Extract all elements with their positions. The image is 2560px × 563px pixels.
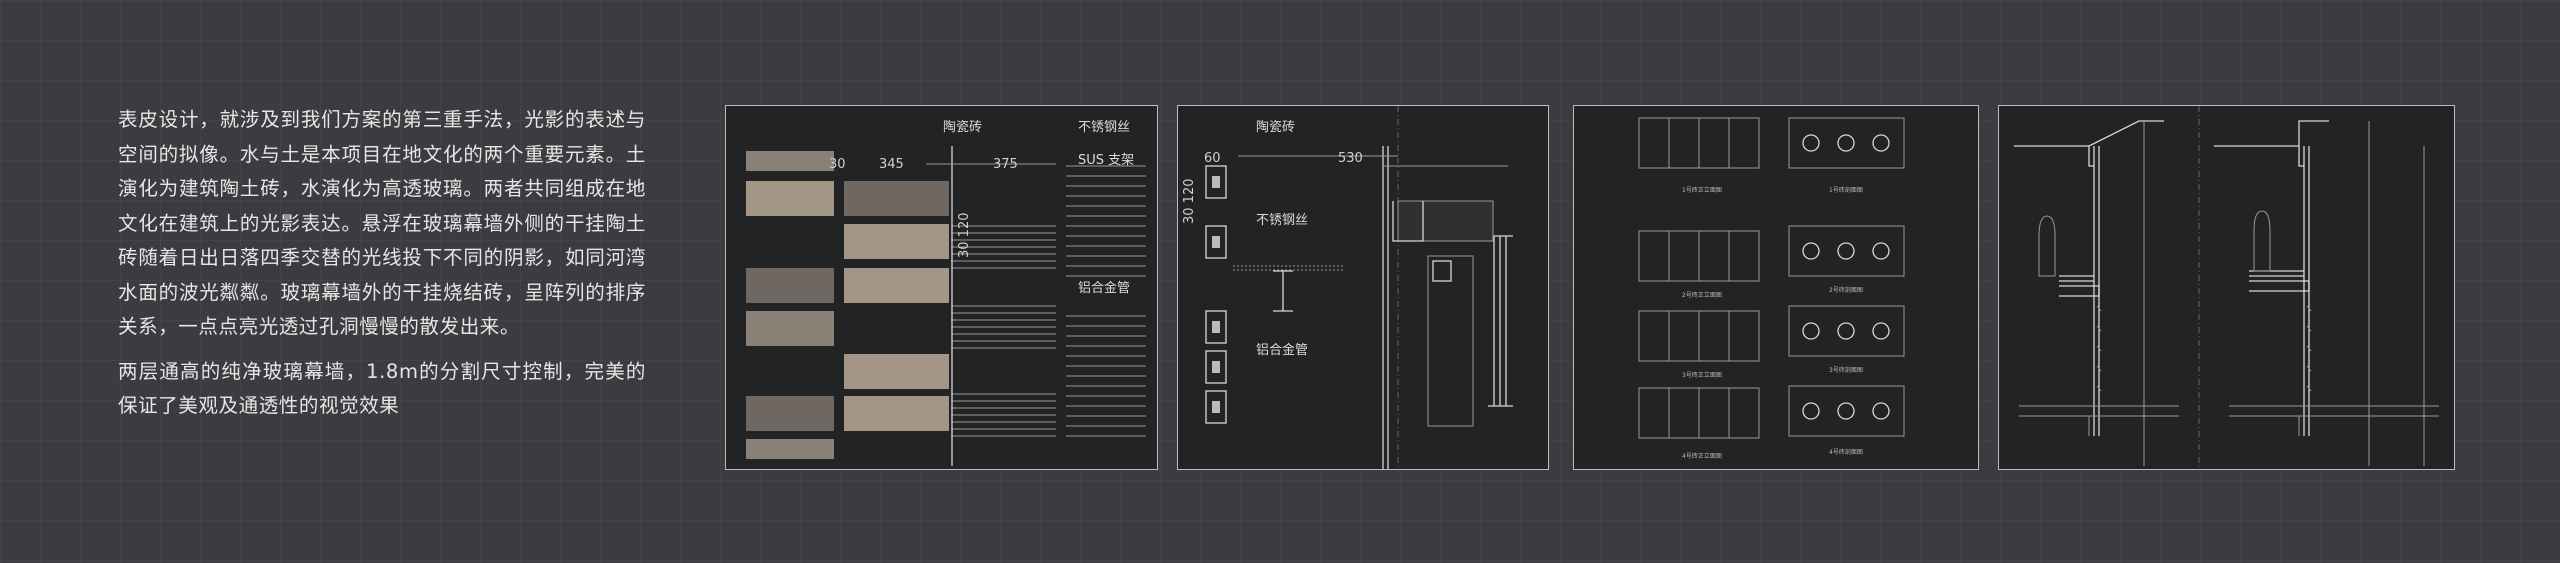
description-paragraph-2: 两层通高的纯净玻璃幕墙，1.8m的分割尺寸控制，完美的保证了美观及通透性的视觉效…: [118, 359, 646, 418]
dim-30: 30: [829, 157, 846, 172]
label-sus-bracket: SUS 支架: [1078, 153, 1134, 168]
section-detail-drawing: 陶瓷砖 不锈钢丝 铝合金管 60 530 30 120: [1182, 106, 1513, 469]
dim-30-120: 30 120: [957, 213, 972, 259]
description-paragraph-1: 表皮设计，就涉及到我们方案的第三重手法，光影的表述与空间的拟像。水与土是本项目在…: [118, 108, 646, 338]
brick-tile: [844, 181, 949, 216]
brick-tile: [844, 396, 949, 431]
brick-sections-right: [1788, 117, 1905, 437]
brick-tiles: [746, 151, 949, 459]
brick-elevation-panel: 陶瓷砖 不锈钢丝 SUS 支架 铝合金管 30 345 375 30 120: [725, 105, 1158, 470]
caption-1-left: 1号砖正立面图: [1682, 186, 1722, 194]
brick-sections: [1205, 165, 1227, 424]
label-ceramic-brick: 陶瓷砖: [1256, 119, 1295, 135]
brick-tile: [746, 181, 834, 216]
caption-3-right: 3号砖剖面图: [1829, 366, 1863, 374]
label-aluminum-tube: 铝合金管: [1256, 342, 1308, 358]
brick-detail-drawing: 1号砖正立面图 1号砖剖面图 2号砖正立面图 2号砖剖面图 3号砖正立面图 3号…: [1638, 117, 1905, 460]
wall-section-left: [2014, 106, 2200, 469]
section-detail-panel: 陶瓷砖 不锈钢丝 铝合金管 60 530 30 120: [1177, 105, 1549, 470]
brick-tile: [746, 396, 834, 431]
label-stainless-wire: 不锈钢丝: [1256, 213, 1308, 228]
brick-tile: [844, 268, 949, 303]
brick-tile: [844, 224, 949, 259]
brick-elevation-drawing: 陶瓷砖 不锈钢丝 SUS 支架 铝合金管 30 345 375 30 120: [746, 119, 1146, 466]
dim-375: 375: [993, 157, 1018, 172]
caption-3-left: 3号砖正立面图: [1682, 371, 1722, 379]
brick-tile: [746, 439, 834, 459]
wall-section-right: [2214, 120, 2439, 466]
label-aluminum-tube: 铝合金管: [1078, 280, 1130, 296]
brick-tile: [746, 268, 834, 303]
structure-lines: [1233, 106, 1513, 469]
brick-tile: [844, 354, 949, 389]
description-text: 表皮设计，就涉及到我们方案的第三重手法，光影的表述与空间的拟像。水与土是本项目在…: [118, 103, 646, 434]
caption-2-right: 2号砖剖面图: [1829, 286, 1863, 294]
caption-4-left: 4号砖正立面图: [1682, 452, 1722, 460]
dim-345: 345: [879, 157, 904, 172]
caption-1-right: 1号砖剖面图: [1829, 186, 1863, 194]
dim-30-120: 30 120: [1182, 179, 1197, 225]
dim-60: 60: [1204, 151, 1221, 166]
caption-2-left: 2号砖正立面图: [1682, 291, 1722, 299]
wall-section-panel: [1998, 105, 2455, 470]
rod-lines: [926, 146, 1146, 466]
brick-tile: [746, 151, 834, 171]
dim-530: 530: [1338, 151, 1363, 166]
brick-tile: [746, 311, 834, 346]
wall-section-drawing: [2014, 106, 2439, 469]
label-stainless-wire: 不锈钢丝: [1078, 120, 1130, 135]
brick-elevations-left: [1638, 117, 1760, 439]
caption-4-right: 4号砖剖面图: [1829, 448, 1863, 456]
brick-detail-panel: 1号砖正立面图 1号砖剖面图 2号砖正立面图 2号砖剖面图 3号砖正立面图 3号…: [1573, 105, 1979, 470]
label-ceramic-brick: 陶瓷砖: [943, 119, 982, 135]
